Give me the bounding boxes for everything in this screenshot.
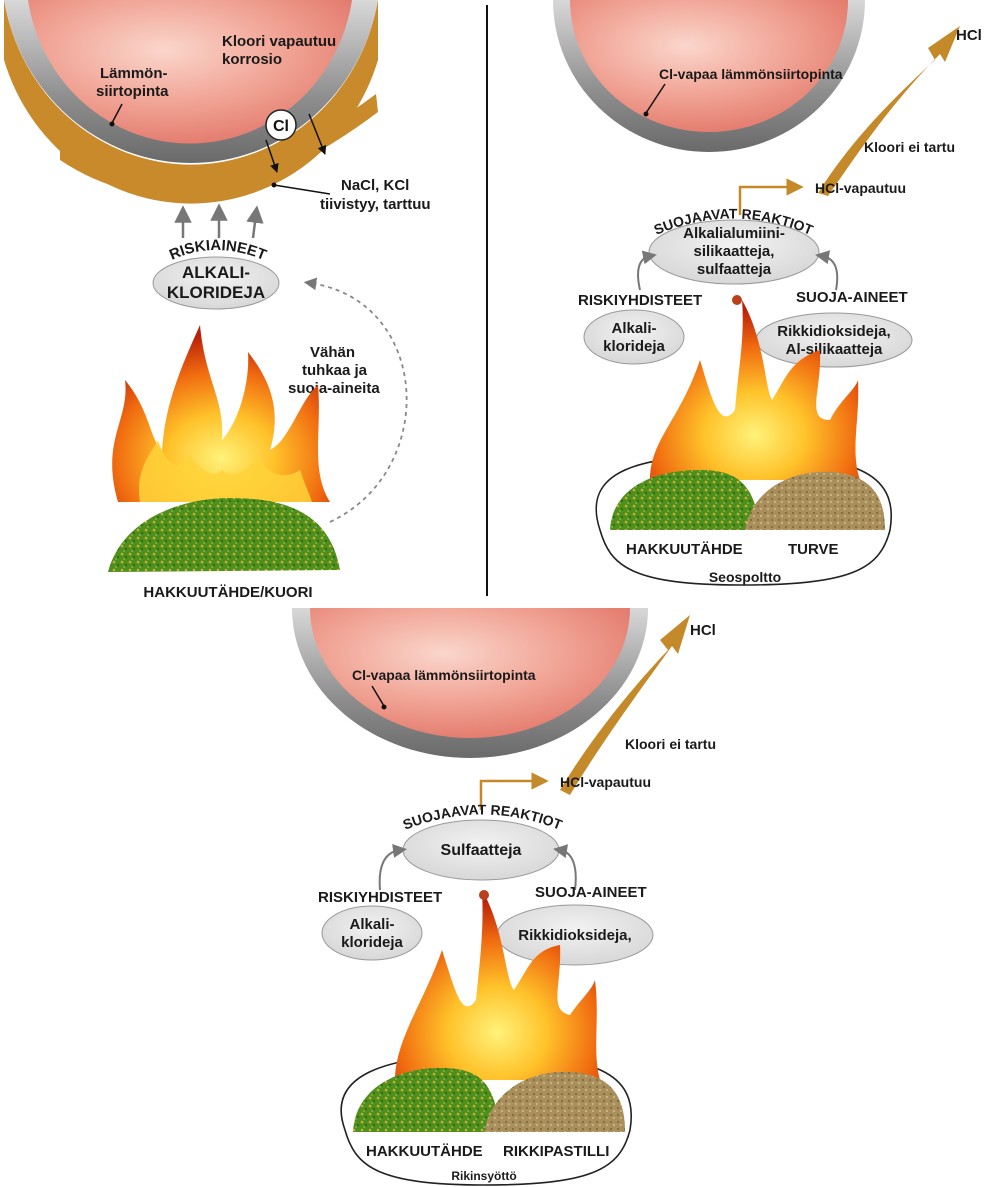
chlorine-not-stick-b: Kloori ei tartu: [864, 139, 955, 155]
fuel-right-c: RIKKIPASTILLI: [503, 1143, 609, 1160]
wood-chip-pile-a: [108, 498, 340, 572]
arrow-protect-to-center-b: [822, 256, 837, 290]
risk-line2-c: kloridejа: [341, 934, 403, 951]
caption-b: Seospoltto: [709, 569, 781, 585]
wood-chip-pile-c: [353, 1068, 500, 1132]
hcl-release-c: HCl-vapautuu: [560, 774, 651, 790]
label-chlorine-line2: korrosio: [222, 51, 282, 68]
panel-biomass-only: Lämmön- siirtopinta Kloori vapautuu korr…: [4, 0, 431, 601]
pointer-dot: [110, 122, 115, 127]
hcl-label-c: HCl: [690, 622, 716, 639]
chlorine-not-stick-c: Kloori ei tartu: [625, 736, 716, 752]
risk-heading-c: RISKIYHDISTEET: [318, 889, 442, 906]
risk-heading-b: RISKIYHDISTEET: [578, 292, 702, 309]
ember-b: [732, 295, 742, 305]
note-line3: suoja-aineita: [288, 380, 380, 397]
surface-label-c: Cl-vapaa lämmönsiirtopinta: [352, 667, 536, 683]
protect-heading-c: SUOJA-AINEET: [535, 884, 647, 901]
risk-line1-b: Alkali-: [611, 320, 656, 337]
cl-symbol: Cl: [273, 118, 289, 135]
surface-label-b: Cl-vapaa lämmönsiirtopinta: [659, 66, 843, 82]
sulfur-pellet-pile-c: [484, 1072, 625, 1132]
arrow-risk-to-center-b: [638, 256, 650, 290]
fuel-left-c: HAKKUUTÄHDE: [366, 1143, 483, 1160]
label-surface-line2: siirtopinta: [96, 83, 169, 100]
ellipse-line1: ALKALI-: [182, 263, 250, 282]
caption-c: Rikinsyöttö: [451, 1169, 516, 1183]
pointer-dot-b: [644, 112, 649, 117]
fuel-left-b: HAKKUUTÄHDE: [626, 541, 743, 558]
label-chlorine-line1: Kloori vapautuu: [222, 33, 336, 50]
flames-a: [112, 325, 330, 502]
protect-line2-b: Al-silikaatteja: [786, 341, 883, 358]
dashed-return-arrow: [310, 283, 407, 522]
panel-co-firing: Cl-vapaa lämmönsiirtopinta HCl Kloori ei…: [553, 0, 982, 585]
arrow-risk-to-center-c: [380, 850, 400, 890]
risk-ellipse-b: [584, 310, 684, 364]
risk-ellipse-c: [322, 906, 422, 960]
protect-ellipse-b: [756, 313, 912, 367]
risk-line1-c: Alkali-: [349, 916, 394, 933]
label-salts-line2: tiivistyy, tarttuu: [320, 196, 431, 213]
peat-pile-b: [745, 472, 885, 530]
center-line1-b: Alkalialumiini-: [683, 225, 785, 242]
caption-a: HAKKUUTÄHDE/KUORI: [143, 584, 312, 601]
protect-line1-b: Rikkidioksideja,: [777, 323, 890, 340]
label-salts-line1: NaCl, KCl: [341, 177, 409, 194]
protect-c: Rikkidioksideja,: [518, 927, 631, 944]
pointer-dot-c: [382, 705, 387, 710]
pointer-salts: [274, 185, 330, 194]
note-line2: tuhkaa ja: [302, 362, 368, 379]
risk-line2-b: kloridejа: [603, 338, 665, 355]
center-line3-b: sulfaatteja: [697, 261, 772, 278]
ember-c: [479, 890, 489, 900]
fuel-right-b: TURVE: [788, 541, 839, 558]
center-line2-b: silikaatteja,: [694, 243, 775, 260]
hcl-label-b: HCl: [956, 27, 982, 44]
protect-heading-b: SUOJA-AINEET: [796, 289, 908, 306]
center-c: Sulfaatteja: [441, 842, 522, 859]
arrow-up-3: [253, 214, 256, 238]
label-surface-line1: Lämmön-: [100, 65, 168, 82]
ellipse-line2: KLORIDEJA: [167, 283, 265, 302]
panel-sulfur-feeding: Cl-vapaa lämmönsiirtopinta HCl Kloori ei…: [292, 608, 716, 1185]
hcl-release-b: HCl-vapautuu: [815, 180, 906, 196]
note-line1: Vähän: [310, 344, 355, 361]
